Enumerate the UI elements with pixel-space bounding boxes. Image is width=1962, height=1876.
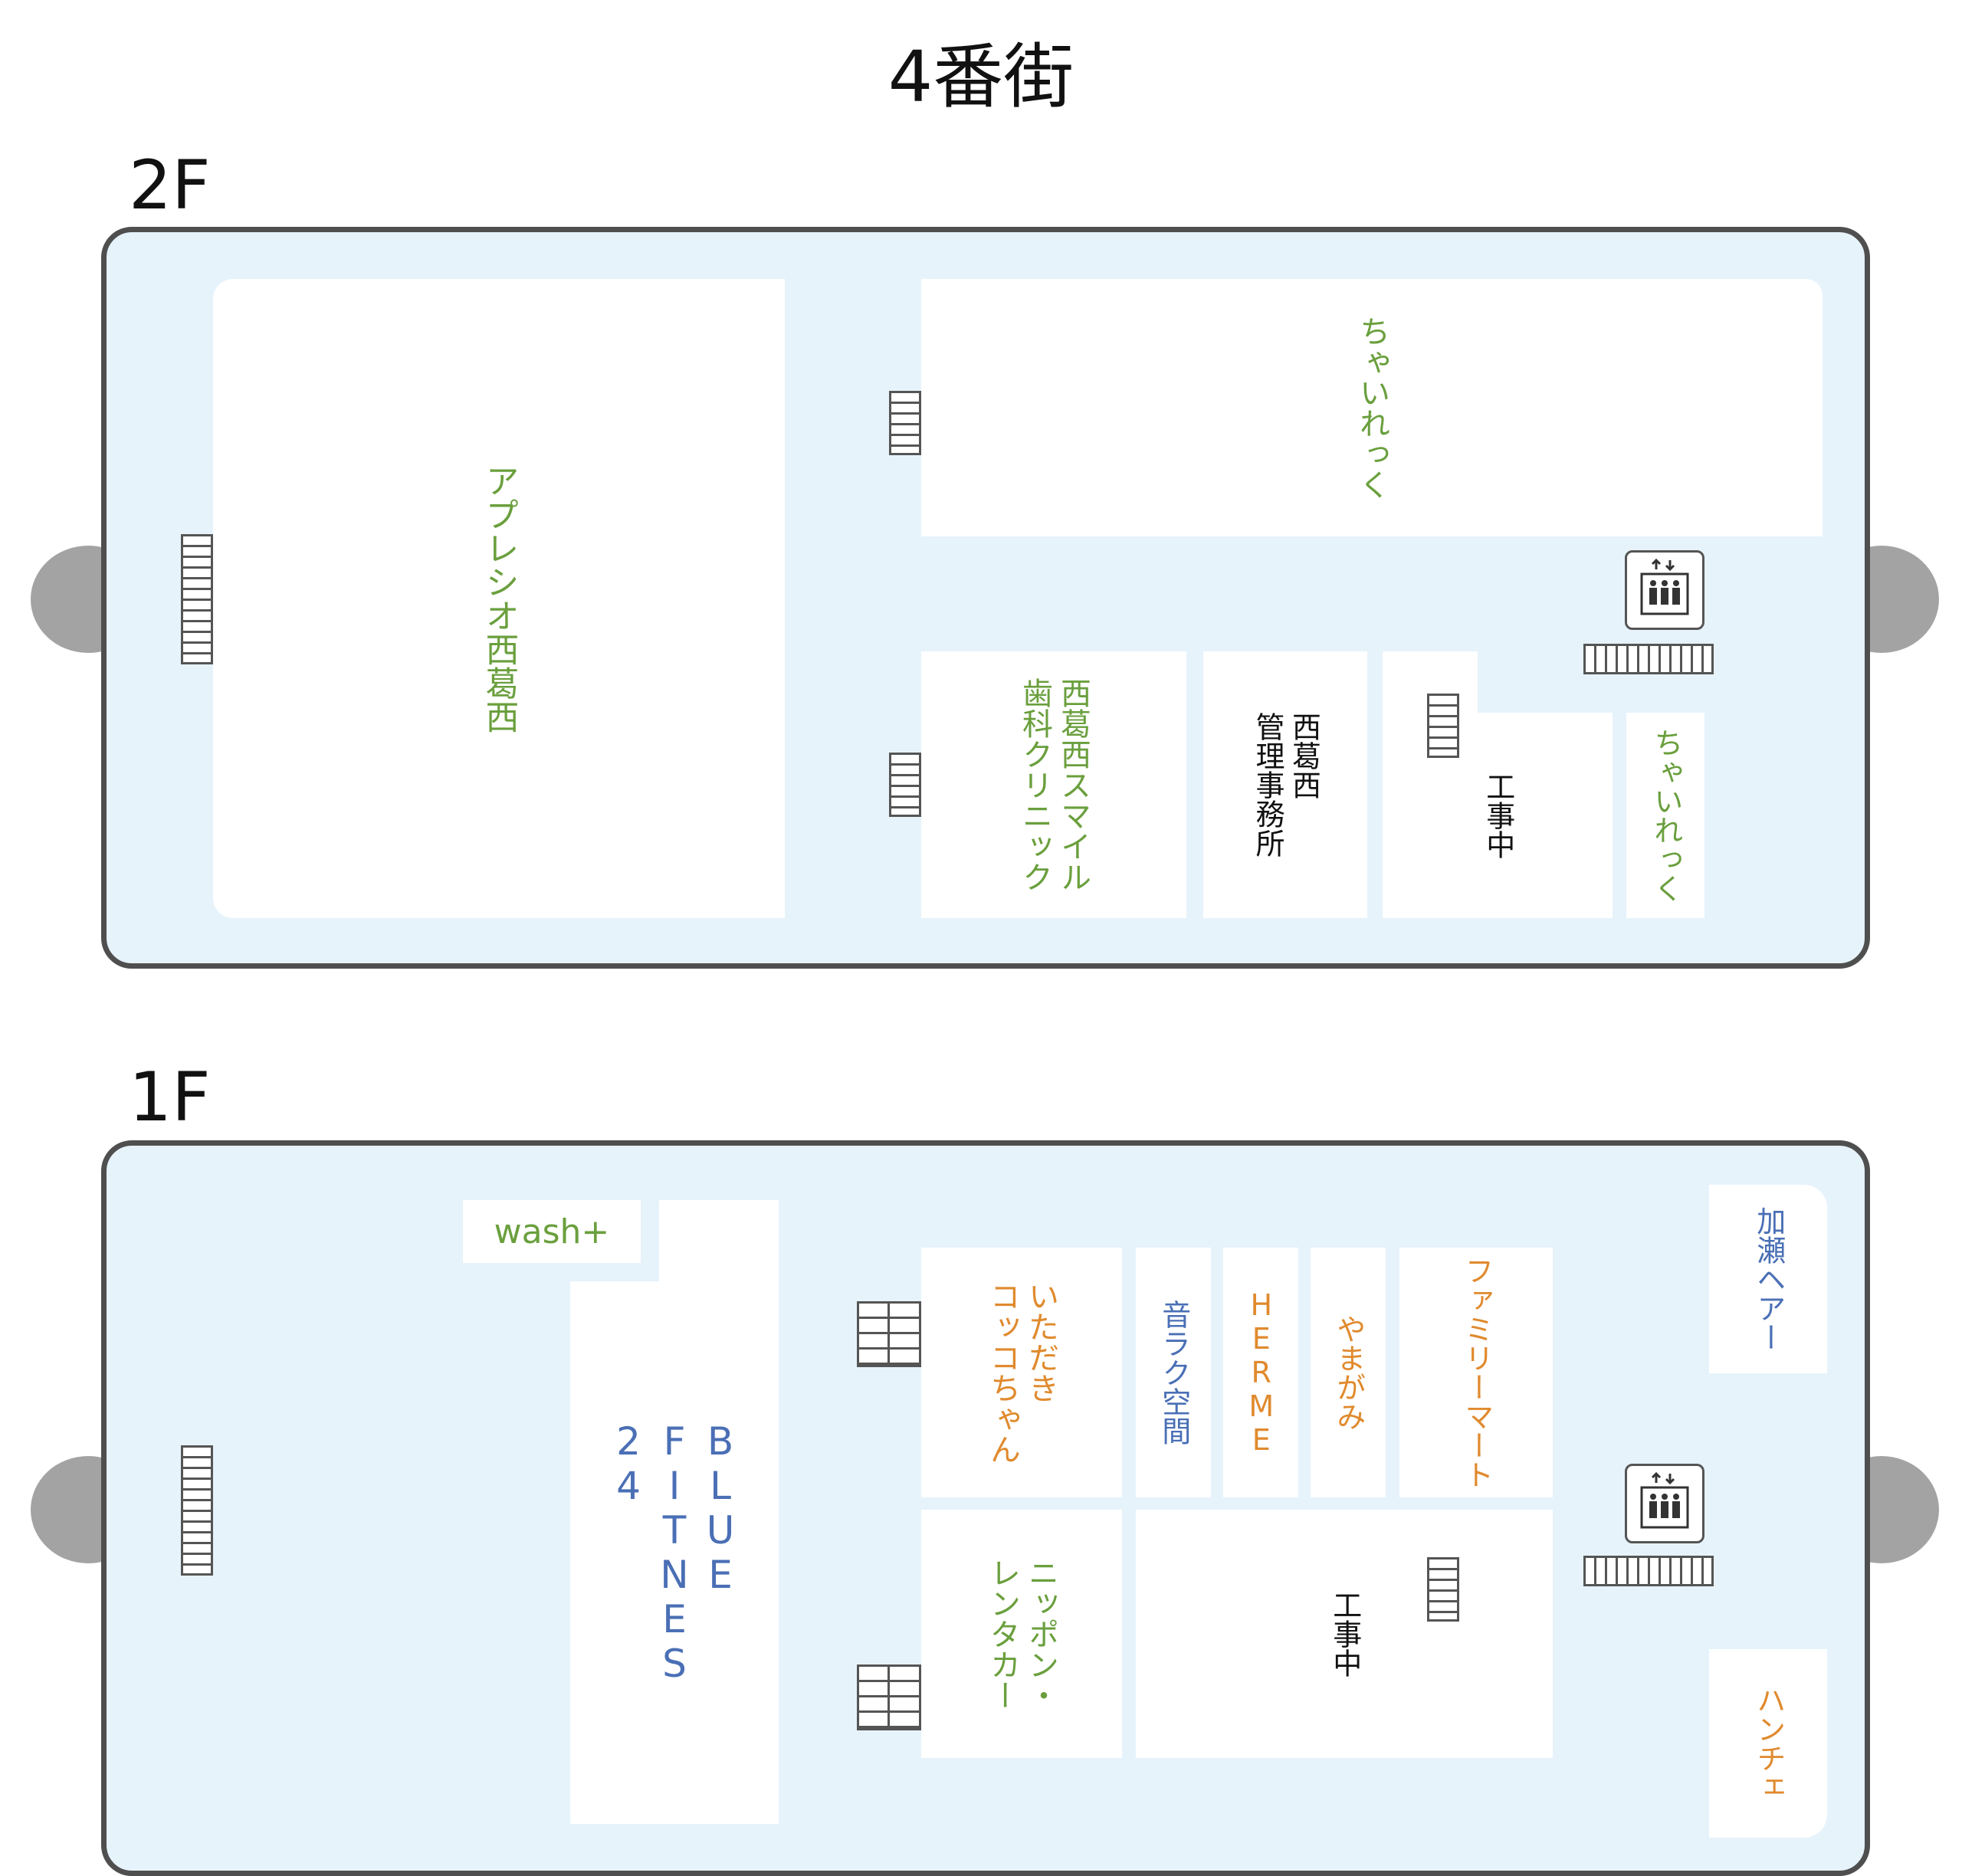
store-label: ファミリーマート [1459, 1256, 1494, 1489]
store-label: 加瀬ヘアー [1751, 1206, 1786, 1352]
store-apreshio[interactable]: アプレシオ西葛西 [213, 279, 785, 918]
store-chairekku-top[interactable]: ちゃいれっく [921, 279, 1823, 536]
store-label: ちゃいれっく [1649, 728, 1683, 903]
map-title: 4番街 [887, 36, 1075, 118]
elevator-icon [1625, 1464, 1704, 1543]
store-label: ニッポン・ レンタカー [985, 1557, 1058, 1710]
store-label: 西葛西 管理事務所 [1251, 712, 1321, 858]
construction-area-1f[interactable]: 工事中 [1136, 1510, 1553, 1758]
store-label: 音ラク空間 [1157, 1300, 1191, 1445]
stairs-icon [857, 1664, 921, 1730]
blue-fitness-part [659, 1200, 779, 1292]
elevator-icon [1625, 550, 1704, 630]
stairs-icon [889, 391, 921, 455]
store-label: ちゃいれっく [1354, 316, 1389, 500]
floor-label-1f: 1F [129, 1058, 211, 1136]
store-wash-plus[interactable]: wash+ [463, 1200, 641, 1263]
store-label: ハンチェ [1751, 1685, 1786, 1802]
store-label: アプレシオ西葛西 [479, 464, 519, 733]
store-label: 工事中 [1327, 1590, 1362, 1678]
stairs-icon [1427, 1557, 1459, 1622]
store-blue-fitness[interactable]: BLUE FITNES 24 [570, 1281, 779, 1824]
store-kase-hair[interactable]: 加瀬ヘアー [1709, 1185, 1827, 1373]
store-smile-dental[interactable]: 西葛西スマイル 歯科クリニック [921, 651, 1186, 918]
stairs-icon [857, 1301, 921, 1367]
store-onraku[interactable]: 音ラク空間 [1136, 1248, 1211, 1497]
store-label: BLUE FITNES 24 [606, 1419, 743, 1686]
store-label: HERME [1244, 1288, 1278, 1457]
store-yamagami[interactable]: やまがみ [1311, 1248, 1386, 1497]
store-label: wash+ [494, 1212, 610, 1251]
floor-label-2f: 2F [129, 146, 211, 225]
construction-area-2f[interactable]: 工事中 [1383, 713, 1613, 918]
stairs-icon [1427, 694, 1459, 758]
store-chairekku-small[interactable]: ちゃいれっく [1626, 713, 1704, 918]
store-nippon-rentacar[interactable]: ニッポン・ レンタカー [921, 1510, 1122, 1758]
store-label: 西葛西スマイル 歯科クリニック [1017, 677, 1091, 892]
store-label: いただき コッコちゃん [985, 1281, 1058, 1464]
store-familymart[interactable]: ファミリーマート [1399, 1248, 1553, 1497]
stairs-icon [889, 753, 921, 817]
stairs-icon [181, 534, 213, 664]
store-management-office[interactable]: 西葛西 管理事務所 [1203, 651, 1367, 918]
stairs-icon [1583, 644, 1714, 674]
store-label: 工事中 [1481, 772, 1515, 859]
stairs-icon [1583, 1556, 1714, 1586]
store-label: やまがみ [1331, 1314, 1366, 1431]
store-itadaki-kokko[interactable]: いただき コッコちゃん [921, 1248, 1122, 1497]
store-hanche[interactable]: ハンチェ [1709, 1649, 1827, 1838]
stairs-icon [181, 1445, 213, 1576]
store-herme[interactable]: HERME [1223, 1248, 1298, 1497]
